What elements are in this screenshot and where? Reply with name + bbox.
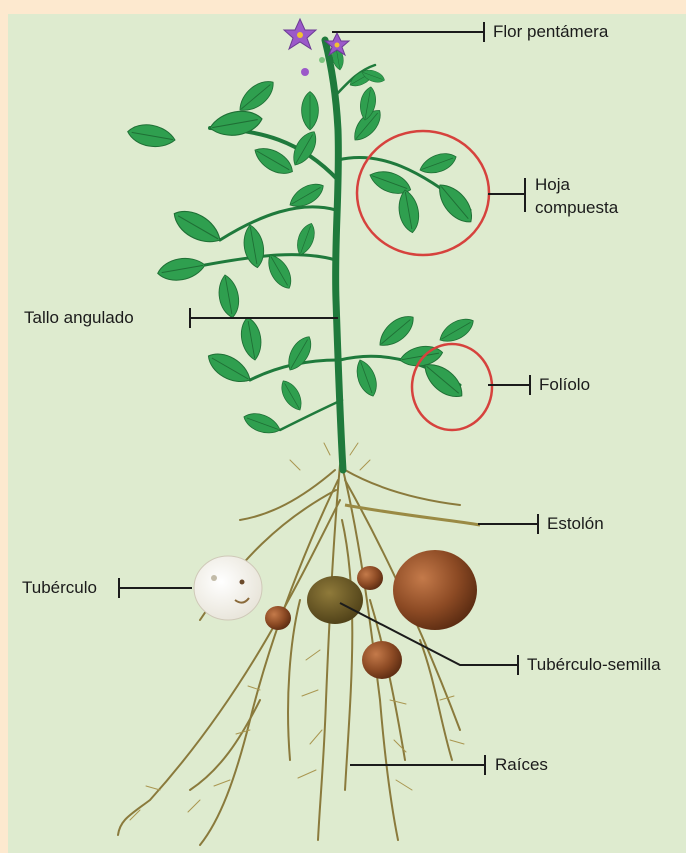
label-hoja-line2: compuesta <box>535 198 618 218</box>
label-flor-pentamera: Flor pentámera <box>493 22 608 42</box>
seed-tuber <box>307 576 363 624</box>
label-foliolo: Folíolo <box>539 375 590 395</box>
medium-tuber <box>362 641 402 679</box>
label-estolon: Estolón <box>547 514 604 534</box>
label-tuberculo: Tubérculo <box>22 578 97 598</box>
small-tuber-top <box>357 566 383 590</box>
leaves <box>126 45 479 437</box>
label-tallo-angulado: Tallo angulado <box>24 308 134 328</box>
label-hoja-line1: Hoja <box>535 175 570 195</box>
large-tuber <box>393 550 477 630</box>
stolon <box>345 505 480 525</box>
label-tuberculo-semilla: Tubérculo-semilla <box>527 655 682 675</box>
white-tuber-section <box>194 556 262 620</box>
tubers <box>194 550 477 679</box>
highlight-hoja-compuesta <box>357 131 489 255</box>
small-tuber-left <box>265 606 291 630</box>
label-raices: Raíces <box>495 755 548 775</box>
flower-large <box>284 19 316 49</box>
